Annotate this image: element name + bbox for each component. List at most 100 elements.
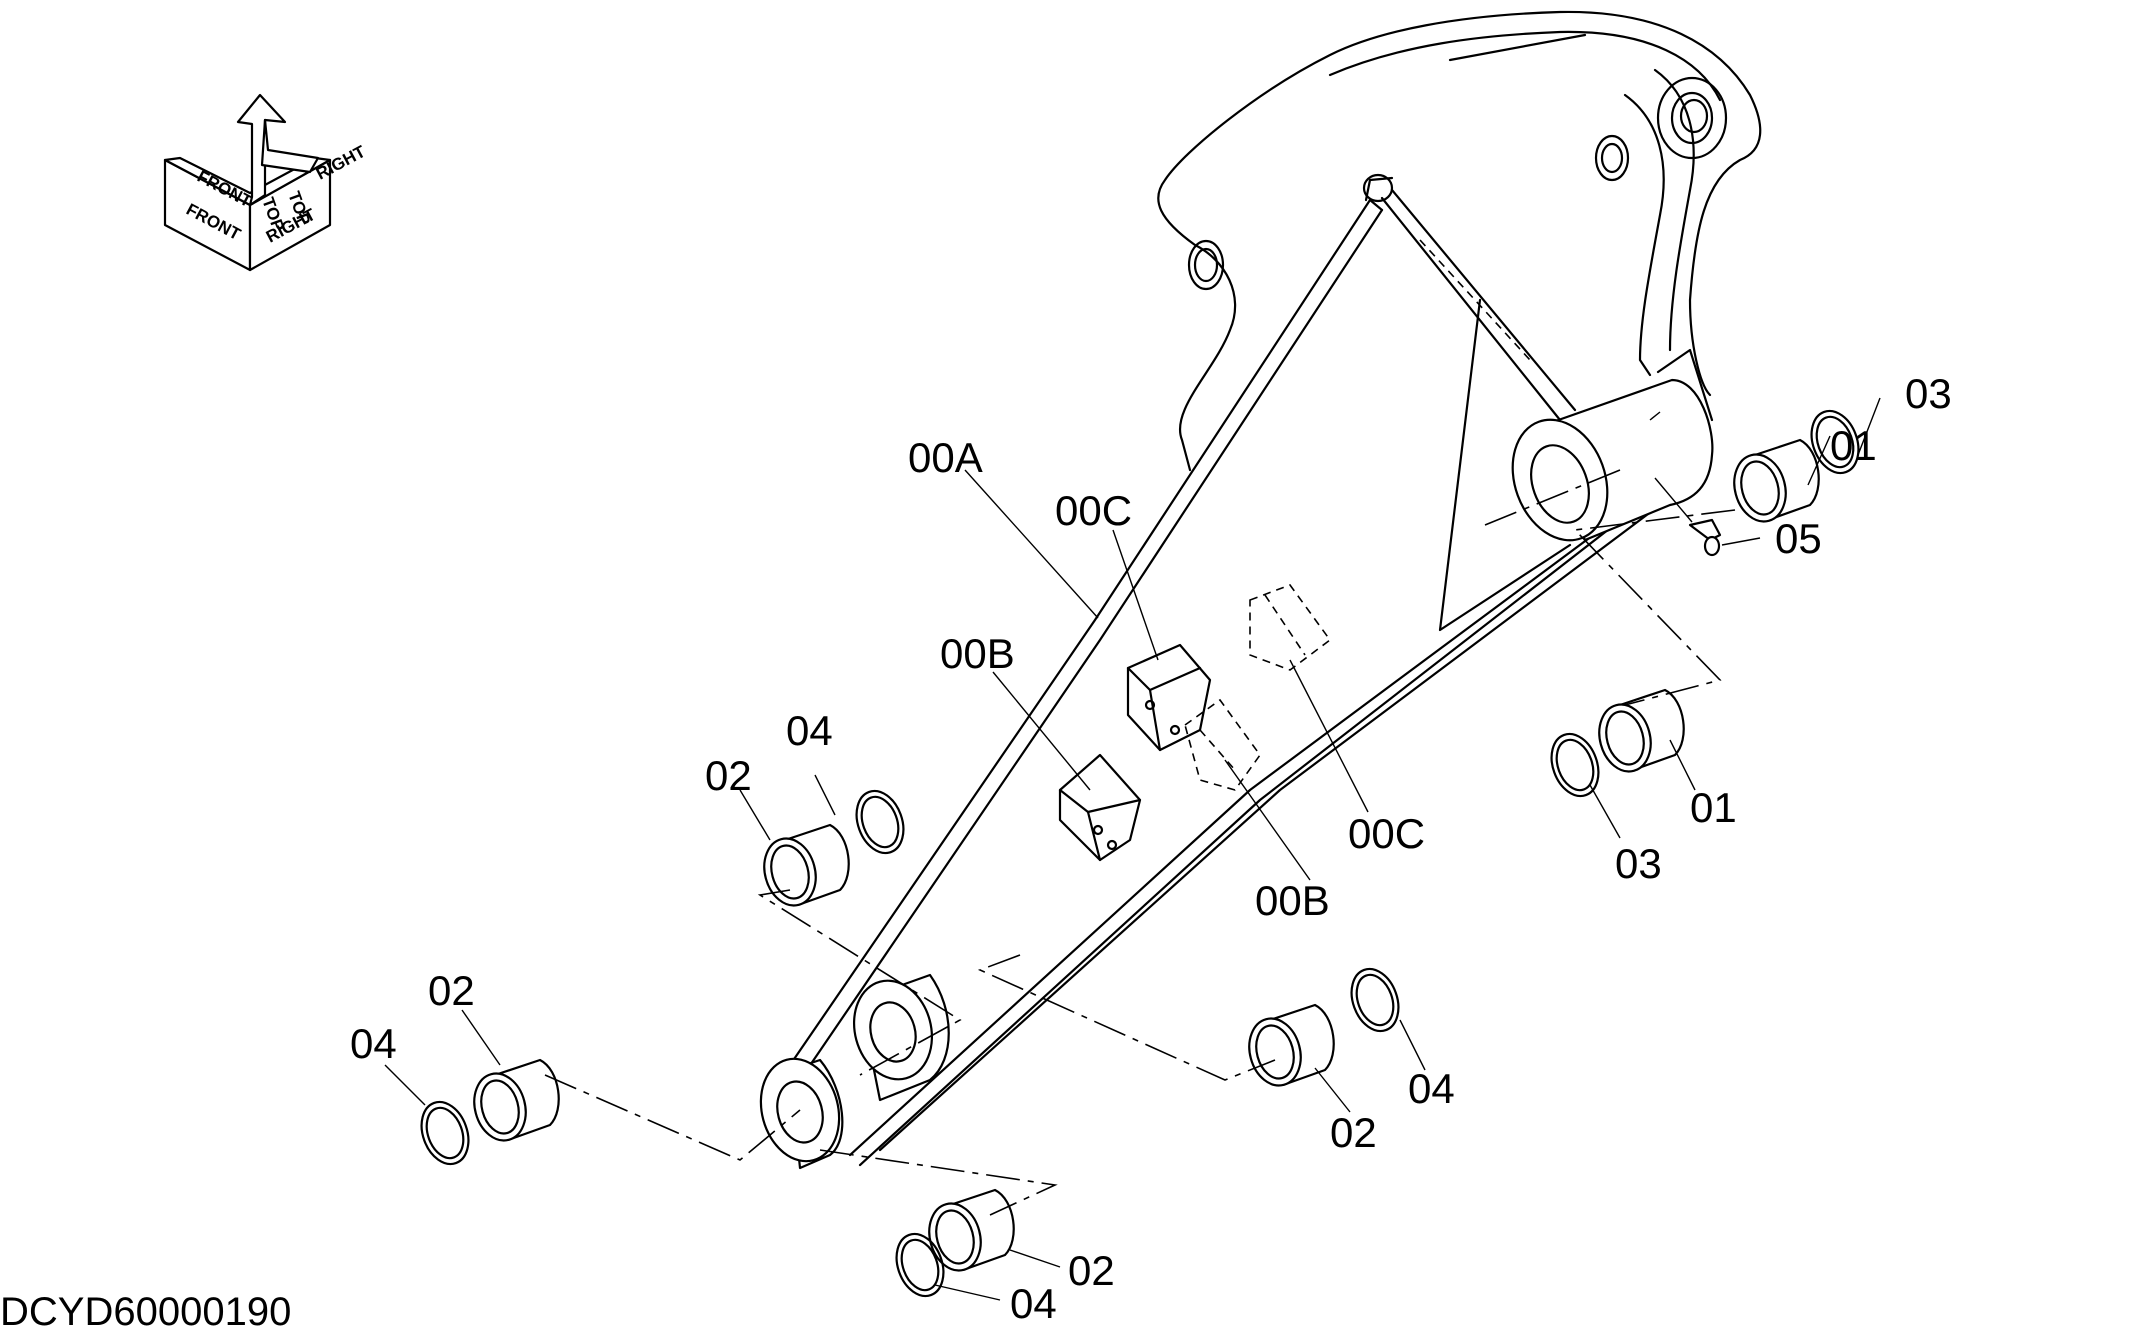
centerline-middle-left bbox=[757, 889, 962, 1076]
arm-bottom-edge-2 bbox=[858, 503, 1642, 1167]
arm-top-edge-2 bbox=[798, 208, 1384, 1082]
callout-labels: 00A 00C 00B 00B 00C 03 01 05 01 03 04 02… bbox=[350, 370, 1952, 1327]
callout-00B-right: 00B bbox=[1255, 877, 1330, 924]
arm-body bbox=[759, 10, 1762, 1170]
grease-fitting-head bbox=[1703, 535, 1721, 557]
callout-01-mid: 01 bbox=[1690, 784, 1737, 831]
shim-04-c-inner bbox=[1355, 973, 1395, 1027]
bushing-02-b-bore bbox=[480, 1079, 520, 1135]
pad-00c-solid bbox=[1126, 643, 1212, 752]
pad-00b-solid bbox=[1058, 753, 1142, 862]
bushing-01-mid-bore bbox=[1605, 710, 1645, 766]
leader-02-d bbox=[1009, 1249, 1061, 1268]
pad-00c-hidden bbox=[1249, 584, 1332, 671]
callout-02-d: 02 bbox=[1068, 1247, 1115, 1294]
callout-00C-left: 00C bbox=[1055, 487, 1132, 534]
pad-00b-solid-edge-2 bbox=[1086, 810, 1102, 862]
middle-boss-bore bbox=[869, 1001, 917, 1063]
arm-upper-face-line-2 bbox=[1390, 188, 1577, 412]
head-hole-left bbox=[1187, 239, 1225, 291]
bushing-02-a-bore bbox=[770, 844, 810, 900]
upper-boss-bore bbox=[1530, 444, 1590, 524]
drawing-code: DCYD60000190 bbox=[0, 1290, 291, 1334]
pad-00b-hole bbox=[1092, 824, 1104, 836]
leader-00B-right bbox=[1224, 759, 1311, 881]
tip-boss-bore bbox=[776, 1080, 824, 1144]
arm-bottom-edge bbox=[848, 528, 1602, 1157]
head-plate-outline bbox=[1157, 10, 1762, 472]
top-lug bbox=[1364, 176, 1394, 202]
grease-fitting-body bbox=[1688, 518, 1722, 542]
callout-04-b: 04 bbox=[350, 1020, 397, 1067]
center-lines bbox=[544, 469, 1736, 1216]
gusset-triangle bbox=[1438, 298, 1572, 632]
arm-top-cap bbox=[1368, 198, 1384, 212]
leader-00C-right bbox=[1289, 659, 1369, 813]
leader-00B-left bbox=[992, 671, 1091, 791]
leader-01-top bbox=[1807, 435, 1831, 486]
head-inner-line-2 bbox=[1653, 68, 1695, 352]
shim-04-a bbox=[855, 789, 905, 855]
bushings bbox=[420, 409, 1860, 1298]
callout-03-top: 03 bbox=[1905, 370, 1952, 417]
middle-boss-end bbox=[852, 979, 934, 1081]
right-label-mirror: RIGHT bbox=[313, 142, 369, 184]
bushing-01-upper-bore bbox=[1740, 460, 1780, 516]
leader-lines bbox=[384, 397, 1881, 1301]
shim-03-upper bbox=[1810, 409, 1860, 475]
pad-00c-hole bbox=[1144, 699, 1156, 711]
head-plate-edge bbox=[1448, 33, 1587, 62]
callout-04-d: 04 bbox=[1010, 1280, 1057, 1327]
shim-03-upper-inner bbox=[1815, 415, 1855, 469]
top-lug-hole bbox=[1362, 173, 1394, 203]
leader-01-mid bbox=[1669, 739, 1696, 791]
callout-01-top: 01 bbox=[1830, 422, 1877, 469]
leader-02-b bbox=[461, 1009, 501, 1066]
centerline-tip-left bbox=[544, 1074, 801, 1161]
head-inner-line bbox=[1623, 93, 1665, 377]
shim-04-b bbox=[420, 1100, 470, 1166]
pad-00b-hidden bbox=[1184, 698, 1261, 791]
callout-00A: 00A bbox=[908, 434, 983, 481]
bushing-02-c-bore bbox=[1255, 1024, 1295, 1080]
leader-04-c bbox=[1399, 1019, 1426, 1071]
head-hole-middle-inner bbox=[1600, 142, 1624, 174]
leader-00C-left bbox=[1112, 529, 1159, 661]
leader-03-mid bbox=[1589, 784, 1621, 839]
arm-upper-face-line bbox=[1380, 196, 1562, 422]
grease-fitting-05 bbox=[1654, 477, 1722, 557]
centerline-middle-right bbox=[977, 954, 1276, 1081]
head-pin-hole bbox=[1670, 91, 1714, 145]
leader-04-b bbox=[384, 1064, 426, 1106]
shim-04-b-inner bbox=[425, 1106, 465, 1160]
grease-port bbox=[1649, 411, 1661, 421]
callout-00C-right: 00C bbox=[1348, 810, 1425, 857]
leader-00A bbox=[964, 469, 1099, 619]
upper-boss-end bbox=[1511, 418, 1609, 542]
up-arrow-icon bbox=[236, 93, 287, 207]
centerline-tip-bottom bbox=[819, 1149, 1058, 1216]
leader-02-c bbox=[1314, 1067, 1351, 1113]
centerline-upper-right bbox=[1573, 509, 1736, 706]
direction-indicator: FRONT FRONT TOP TOP RIGHT RIGHT bbox=[163, 93, 369, 272]
leader-04-a bbox=[814, 774, 836, 816]
shim-03-mid bbox=[1550, 732, 1600, 798]
callout-04-c: 04 bbox=[1408, 1065, 1455, 1112]
head-boss-outer bbox=[1656, 76, 1728, 160]
shim-04-a-inner bbox=[860, 795, 900, 849]
leader-04-d bbox=[934, 1284, 1001, 1301]
leader-05 bbox=[1721, 537, 1761, 546]
shim-04-d bbox=[895, 1232, 945, 1298]
pads bbox=[1058, 584, 1332, 862]
grease-fitting-axis bbox=[1654, 477, 1693, 523]
leader-02-a bbox=[739, 789, 771, 841]
callout-02-b: 02 bbox=[428, 967, 475, 1014]
leader-03-top bbox=[1857, 397, 1881, 456]
pad-00c-solid-edge-2 bbox=[1148, 688, 1162, 752]
centerline-upper-boss bbox=[1484, 469, 1621, 526]
callout-05: 05 bbox=[1775, 515, 1822, 562]
arm-top-edge bbox=[788, 198, 1372, 1067]
bushing-02-d-bore bbox=[935, 1209, 975, 1265]
pad-00b-hidden-line bbox=[1199, 729, 1236, 771]
